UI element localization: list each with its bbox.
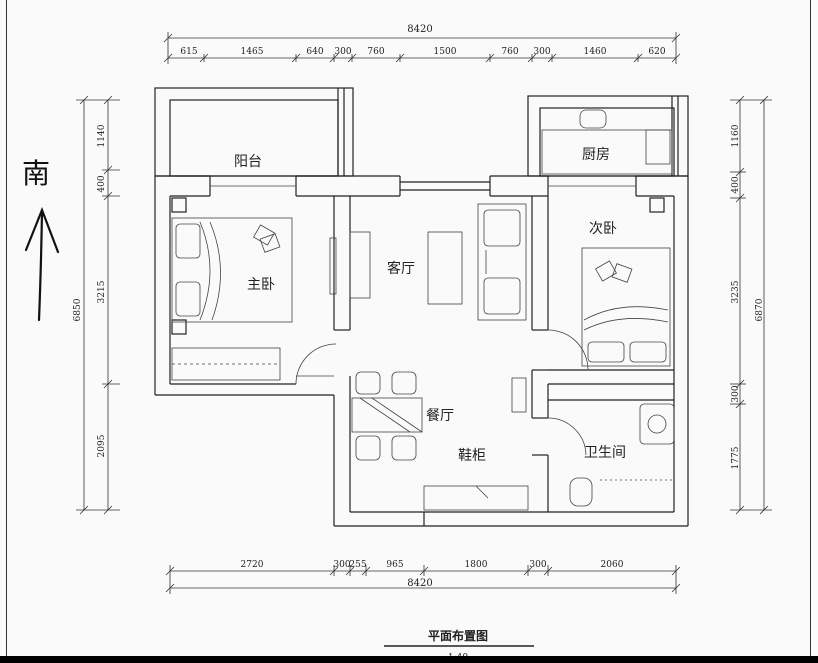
drawing-title: 平面布置图 [428,628,488,643]
top-dim-6: 1500 [434,47,457,57]
left-dimension-lines [76,95,120,515]
walls [154,87,689,527]
right-dim-5: 1775 [731,446,741,469]
orientation-label: 南 [22,157,51,190]
top-dim-1: 615 [180,47,197,57]
top-dimension-lines [163,32,681,64]
top-dim-7: 760 [501,47,518,57]
top-dim-10: 620 [648,47,665,57]
right-dim-4: 300 [731,385,741,402]
frame-right-line [810,0,811,656]
left-total-dimension: 6850 [73,298,83,321]
bottom-dim-6: 300 [529,560,546,570]
right-total-dimension: 6870 [755,298,765,321]
top-dim-5: 760 [367,47,384,57]
top-dim-3: 640 [306,47,323,57]
top-dim-2: 1465 [241,47,264,57]
left-dim-2: 400 [97,175,107,192]
furniture [171,109,675,511]
room-label-balcony: 阳台 [234,154,262,170]
top-dim-8: 300 [533,47,550,57]
room-label-dining-room: 餐厅 [426,408,454,424]
bottom-dim-4: 965 [386,560,403,570]
bottom-dim-7: 2060 [601,560,624,570]
left-dim-4: 2095 [97,434,107,457]
right-dim-2: 400 [731,176,741,193]
top-total-dimension: 8420 [407,24,432,35]
left-dim-3: 3215 [97,280,107,303]
room-label-living-room: 客厅 [387,260,415,277]
bottom-dim-2: 300 [333,560,350,570]
bottom-dimension-lines [165,565,681,594]
top-dim-4: 300 [334,47,351,57]
frame-left-line [6,0,7,656]
right-dim-1: 1160 [731,124,741,147]
bottom-total-dimension: 8420 [407,578,432,589]
room-label-master-bedroom: 主卧 [247,277,275,293]
bottom-dim-5: 1800 [465,560,488,570]
room-label-bathroom: 卫生间 [584,445,626,461]
bottom-black-bar [0,656,818,663]
right-dimension-lines [730,95,772,515]
bottom-dim-1: 2720 [241,560,264,570]
direction-arrow-icon [24,206,60,322]
left-dim-1: 1140 [97,124,107,147]
doors [210,185,636,456]
room-label-shoe-cabinet: 鞋柜 [458,448,486,464]
room-label-second-bedroom: 次卧 [589,221,617,237]
room-label-kitchen: 厨房 [582,147,610,163]
top-dim-9: 1460 [584,47,607,57]
bottom-dim-3: 255 [349,560,366,570]
right-dim-3: 3235 [731,280,741,303]
